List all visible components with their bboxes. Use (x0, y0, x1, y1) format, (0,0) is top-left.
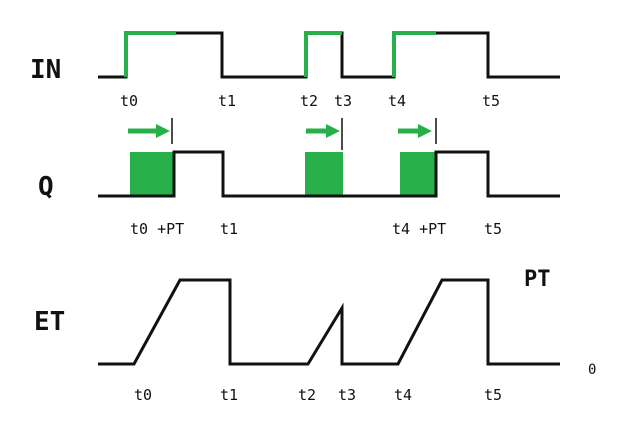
q-tick-label: t4 +PT (392, 220, 446, 238)
q-delay-fill-3 (400, 152, 437, 196)
q-delay-fill-1 (130, 152, 173, 196)
q-waveform (98, 150, 560, 198)
in-waveform (98, 31, 560, 79)
in-tick-label: t3 (334, 92, 352, 110)
pt-arrow-3 (398, 118, 437, 144)
et-tick-label: t1 (220, 386, 238, 404)
et-tick-label: t4 (394, 386, 412, 404)
in-pt-highlight-2 (304, 31, 342, 77)
q-tick-label: t5 (484, 220, 502, 238)
q-tick-label: t0 +PT (130, 220, 184, 238)
in-tick-label: t2 (300, 92, 318, 110)
in-tick-label: t1 (218, 92, 236, 110)
in-tick-label: t4 (388, 92, 406, 110)
pt-arrow-1 (128, 118, 173, 144)
q-signal-label: Q (38, 172, 54, 202)
et-signal-label: ET (34, 307, 65, 337)
in-tick-label: t5 (482, 92, 500, 110)
in-signal-label: IN (30, 55, 61, 85)
et-pt-level-label: PT (524, 267, 551, 292)
et-tick-label: t0 (134, 386, 152, 404)
et-zero-level-label: 0 (588, 362, 596, 378)
in-tick-label: t0 (120, 92, 138, 110)
et-tick-label: t5 (484, 386, 502, 404)
q-tick-label: t1 (220, 220, 238, 238)
pt-arrow-2 (306, 118, 343, 150)
q-delay-fill-2 (305, 152, 343, 196)
in-pt-highlight-1 (124, 31, 176, 77)
et-tick-label: t3 (338, 386, 356, 404)
et-waveform (98, 278, 560, 366)
in-pt-highlight-3 (392, 31, 436, 77)
et-tick-label: t2 (298, 386, 316, 404)
